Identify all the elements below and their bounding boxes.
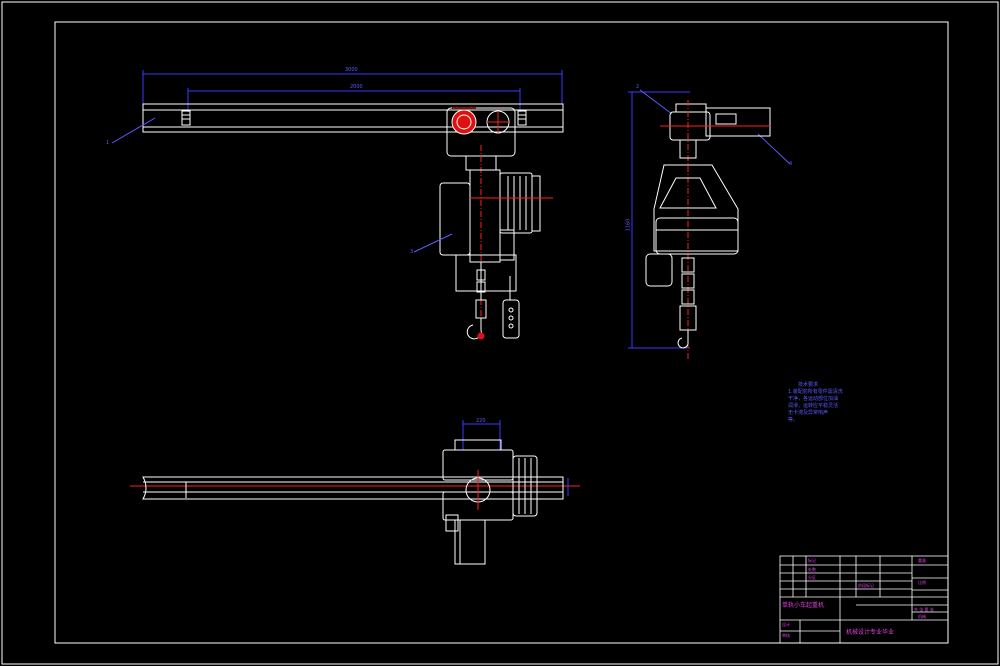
dim-overall [142,70,563,112]
title-block-title: 单轨小车起重机 [782,602,825,609]
title-block-subtitle: 机械设计专业毕业 [846,629,895,636]
side-view [628,89,791,360]
plan-view [130,420,580,565]
notes-line: 等。 [788,417,799,423]
tb-row-1: 处数 [808,567,816,572]
title-block [779,555,949,644]
front-view [111,70,564,340]
dim-side-label: 1160 [625,218,632,232]
dim-plan-label: 220 [476,418,486,424]
inner-border [54,21,949,644]
tb-row-0: 标记 [808,558,816,563]
notes-line: 干净，各运动部位加油 [788,396,839,402]
tb-stage: 阶段标记 [858,583,874,588]
tb-row-4: 审核 [782,633,790,638]
notes-line: 无卡滞及异常响声 [788,410,829,416]
dim-overall-label: 3000 [345,67,358,73]
balloon-3: 3 [410,249,414,255]
balloon-4: 4 [789,161,793,167]
balloon-1: 1 [106,140,110,146]
tb-scale: 比例 [918,580,926,585]
tb-weight: 重量 [918,558,926,563]
notes-line: 1.装配前所有零件需清洗 [788,389,843,395]
tb-row-2: 分区 [808,575,816,580]
tb-sheet: 共 张 第 张 [914,607,934,612]
dim-inner-label: 2000 [350,84,363,90]
tb-row-3: 设计 [782,622,790,627]
tb-dept: 机械 [918,614,926,619]
technical-notes: 技术要求 1.装配前所有零件需清洗 干净，各运动部位加油 润滑，运转应平稳灵活 … [788,382,848,424]
balloon-2: 2 [636,84,640,90]
notes-heading: 技术要求 [798,382,819,388]
notes-line: 润滑，运转应平稳灵活 [788,403,839,409]
